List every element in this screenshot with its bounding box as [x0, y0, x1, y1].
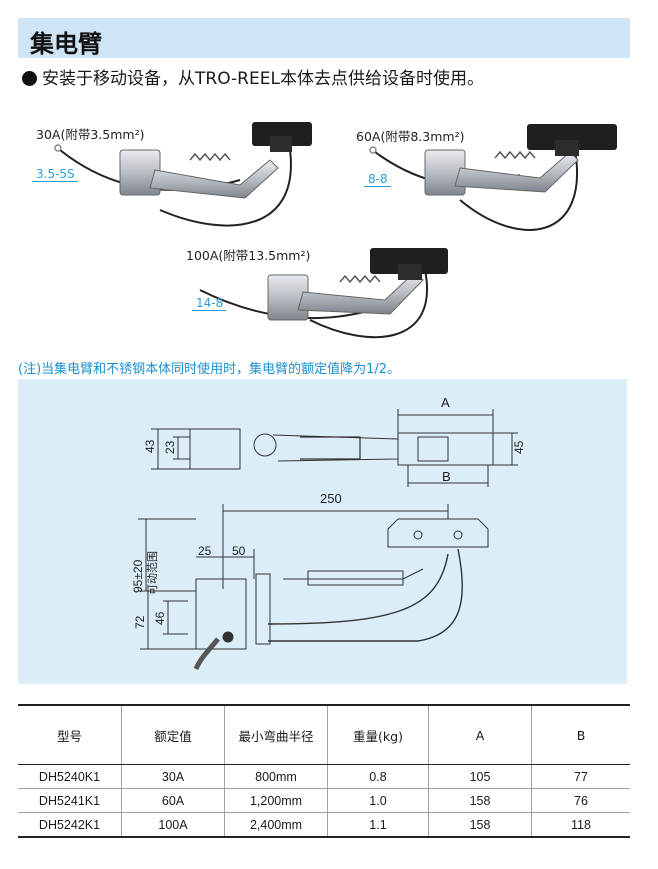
header-weight: 重量(kg)	[327, 704, 429, 765]
technical-drawing-panel: A B 43 23 45 250 25 50 95±20 可动范围 72 46	[18, 379, 627, 684]
page-title: 集电臂	[30, 30, 102, 58]
dim-43: 43	[143, 439, 157, 453]
dim-46: 46	[153, 611, 167, 625]
cell-a: 105	[428, 764, 532, 789]
bullet-icon	[22, 71, 37, 86]
cell-bend-radius: 1,200mm	[224, 788, 328, 813]
cell-bend-radius: 800mm	[224, 764, 328, 789]
dim-250: 250	[320, 491, 342, 506]
cell-a: 158	[428, 788, 532, 813]
dim-25: 25	[198, 544, 212, 558]
spec-table: 型号 额定值 最小弯曲半径 重量(kg) A B DH5240K1 30A 80…	[18, 704, 630, 838]
table-header-row: 型号 额定值 最小弯曲半径 重量(kg) A B	[18, 704, 630, 765]
dim-45: 45	[512, 440, 526, 454]
dim-23: 23	[163, 440, 177, 454]
dim-50: 50	[232, 544, 246, 558]
arm-photo-100a	[199, 248, 448, 339]
cell-a: 158	[428, 812, 532, 838]
table-row: DH5240K1 30A 800mm 0.8 105 77	[18, 764, 630, 789]
cell-b: 77	[531, 764, 630, 789]
terminal-size-100a: 14-8	[191, 296, 227, 311]
cell-rating: 60A	[121, 788, 225, 813]
cell-b: 76	[531, 788, 630, 813]
cell-model: DH5241K1	[18, 788, 122, 813]
product-photos	[54, 122, 617, 339]
photo-label-30a: 30A(附带3.5mm²)	[36, 127, 145, 142]
photo-label-100a: 100A(附带13.5mm²)	[186, 248, 311, 263]
dim-72: 72	[133, 615, 147, 629]
terminal-size-30a: 3.5-5S	[32, 167, 78, 182]
technical-drawing: A B 43 23 45 250 25 50 95±20 可动范围 72 46	[131, 395, 526, 671]
description-text: 安装于移动设备，从TRO-REEL本体去点供给设备时使用。	[42, 69, 484, 89]
dim-label-b: B	[442, 469, 451, 484]
header-rating: 额定值	[121, 704, 225, 765]
cell-model: DH5240K1	[18, 764, 122, 789]
description-line: 安装于移动设备，从TRO-REEL本体去点供给设备时使用。	[22, 64, 484, 89]
terminal-size-60a: 8-8	[364, 172, 391, 187]
header-bend-radius: 最小弯曲半径	[224, 704, 328, 765]
cell-b: 118	[531, 812, 630, 838]
header-b: B	[531, 704, 630, 765]
movable-range-label: 可动范围	[145, 551, 159, 595]
header-a: A	[428, 704, 532, 765]
note-text: (注)当集电臂和不锈钢本体同时使用时，集电臂的额定值降为1/2。	[18, 362, 401, 377]
cell-rating: 100A	[121, 812, 225, 838]
cell-bend-radius: 2,400mm	[224, 812, 328, 838]
dim-label-a: A	[441, 395, 450, 410]
dim-95: 95±20	[131, 559, 145, 593]
cell-weight: 0.8	[327, 764, 429, 789]
title-bar: 集电臂	[18, 18, 630, 58]
cell-model: DH5242K1	[18, 812, 122, 838]
photo-label-60a: 60A(附带8.3mm²)	[356, 129, 465, 144]
arm-photo-30a	[54, 122, 312, 227]
arm-photo-60a	[369, 124, 617, 231]
header-model: 型号	[18, 704, 122, 765]
cell-rating: 30A	[121, 764, 225, 789]
table-row: DH5242K1 100A 2,400mm 1.1 158 118	[18, 812, 630, 838]
table-row: DH5241K1 60A 1,200mm 1.0 158 76	[18, 788, 630, 813]
cell-weight: 1.0	[327, 788, 429, 813]
cell-weight: 1.1	[327, 812, 429, 838]
